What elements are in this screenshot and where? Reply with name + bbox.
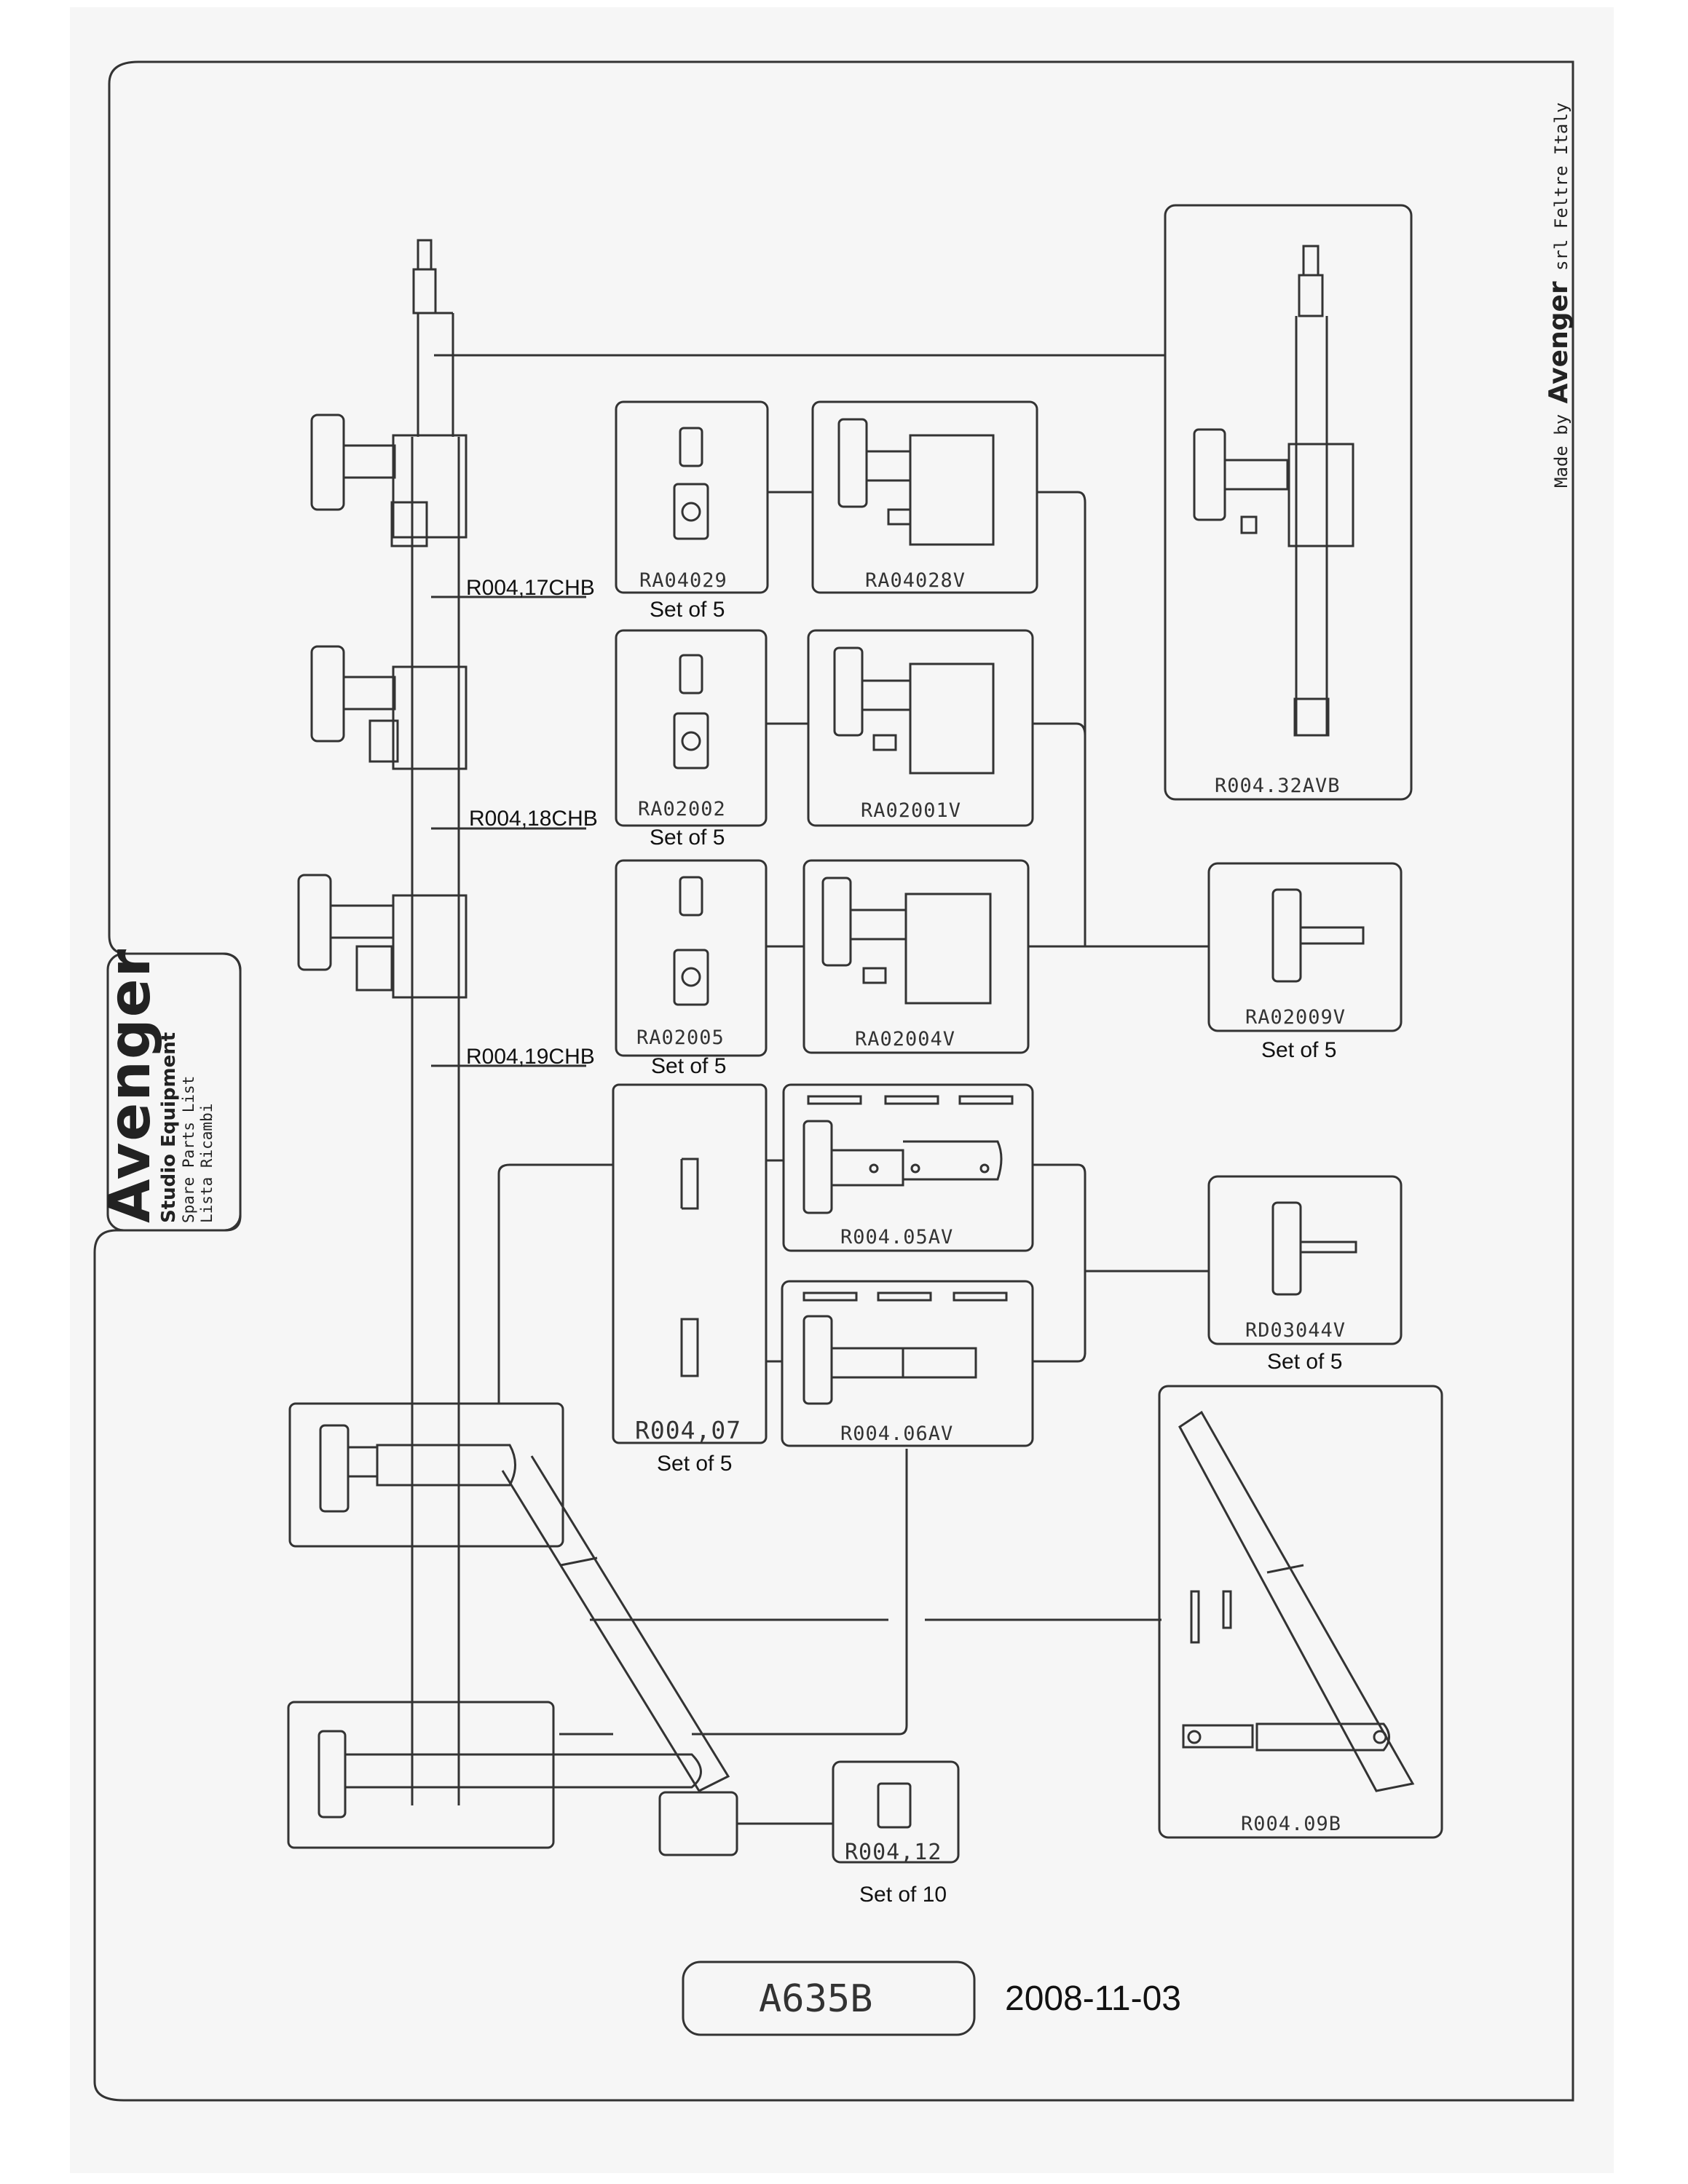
note-ra02009v: Set of 5: [1261, 1038, 1337, 1062]
label-r004-19chb: R004,19CHB: [466, 1045, 595, 1069]
note-rd03044v: Set of 5: [1267, 1350, 1343, 1374]
maker-suffix: srl Feltre Italy: [1551, 102, 1571, 271]
document-date: 2008-11-03: [1005, 1979, 1181, 2018]
brand-line-2: Spare Parts List: [179, 1075, 197, 1223]
note-r004-12: Set of 10: [859, 1883, 947, 1907]
code-ra02009v: RA02009V: [1245, 1006, 1346, 1029]
code-ra04029: RA04029: [639, 569, 727, 592]
label-r004-18chb: R004,18CHB: [469, 807, 598, 831]
foot-frame: [658, 1791, 738, 1856]
label-r004-17chb: R004,17CHB: [466, 576, 595, 600]
model-badge-frame: [682, 1961, 976, 2036]
leg-brace: [501, 1455, 730, 1792]
code-r004-32avb: R004.32AVB: [1215, 775, 1341, 797]
main-column-drawing: [297, 239, 468, 1805]
maker-name: Avenger: [1544, 281, 1574, 404]
brand-tab-frame: [106, 952, 242, 1232]
code-r004-06av: R004.06AV: [840, 1423, 954, 1445]
note-ra02002: Set of 5: [650, 826, 725, 850]
code-r004-12: R004,12: [845, 1840, 942, 1865]
code-ra02002: RA02002: [638, 798, 726, 820]
note-ra04029: Set of 5: [650, 598, 725, 622]
document-sheet: [70, 7, 1614, 2173]
lower-bracket-frame: [287, 1701, 555, 1849]
maker-line: Made by Avenger srl Feltre Italy: [1544, 103, 1574, 488]
code-r004-05av: R004.05AV: [840, 1226, 954, 1249]
code-r004-07: R004,07: [635, 1416, 742, 1444]
upper-bracket-frame: [288, 1402, 564, 1548]
code-ra02004v: RA02004V: [855, 1028, 956, 1051]
note-r004-07: Set of 5: [657, 1452, 733, 1476]
code-rd03044v: RD03044V: [1245, 1319, 1346, 1342]
note-ra02005: Set of 5: [651, 1054, 727, 1078]
code-ra02005: RA02005: [636, 1026, 725, 1049]
code-ra02001v: RA02001V: [861, 799, 962, 822]
code-ra04028v: RA04028V: [865, 569, 966, 592]
model-number: A635B: [759, 1977, 873, 2021]
brand-name: Avenger: [98, 947, 163, 1223]
code-r004-09b: R004.09B: [1241, 1813, 1342, 1835]
brand-block: Avenger Studio Equipment Spare Parts Lis…: [98, 947, 216, 1223]
maker-prefix: Made by: [1551, 414, 1571, 488]
brand-line-3: Lista Ricambi: [197, 1103, 216, 1223]
